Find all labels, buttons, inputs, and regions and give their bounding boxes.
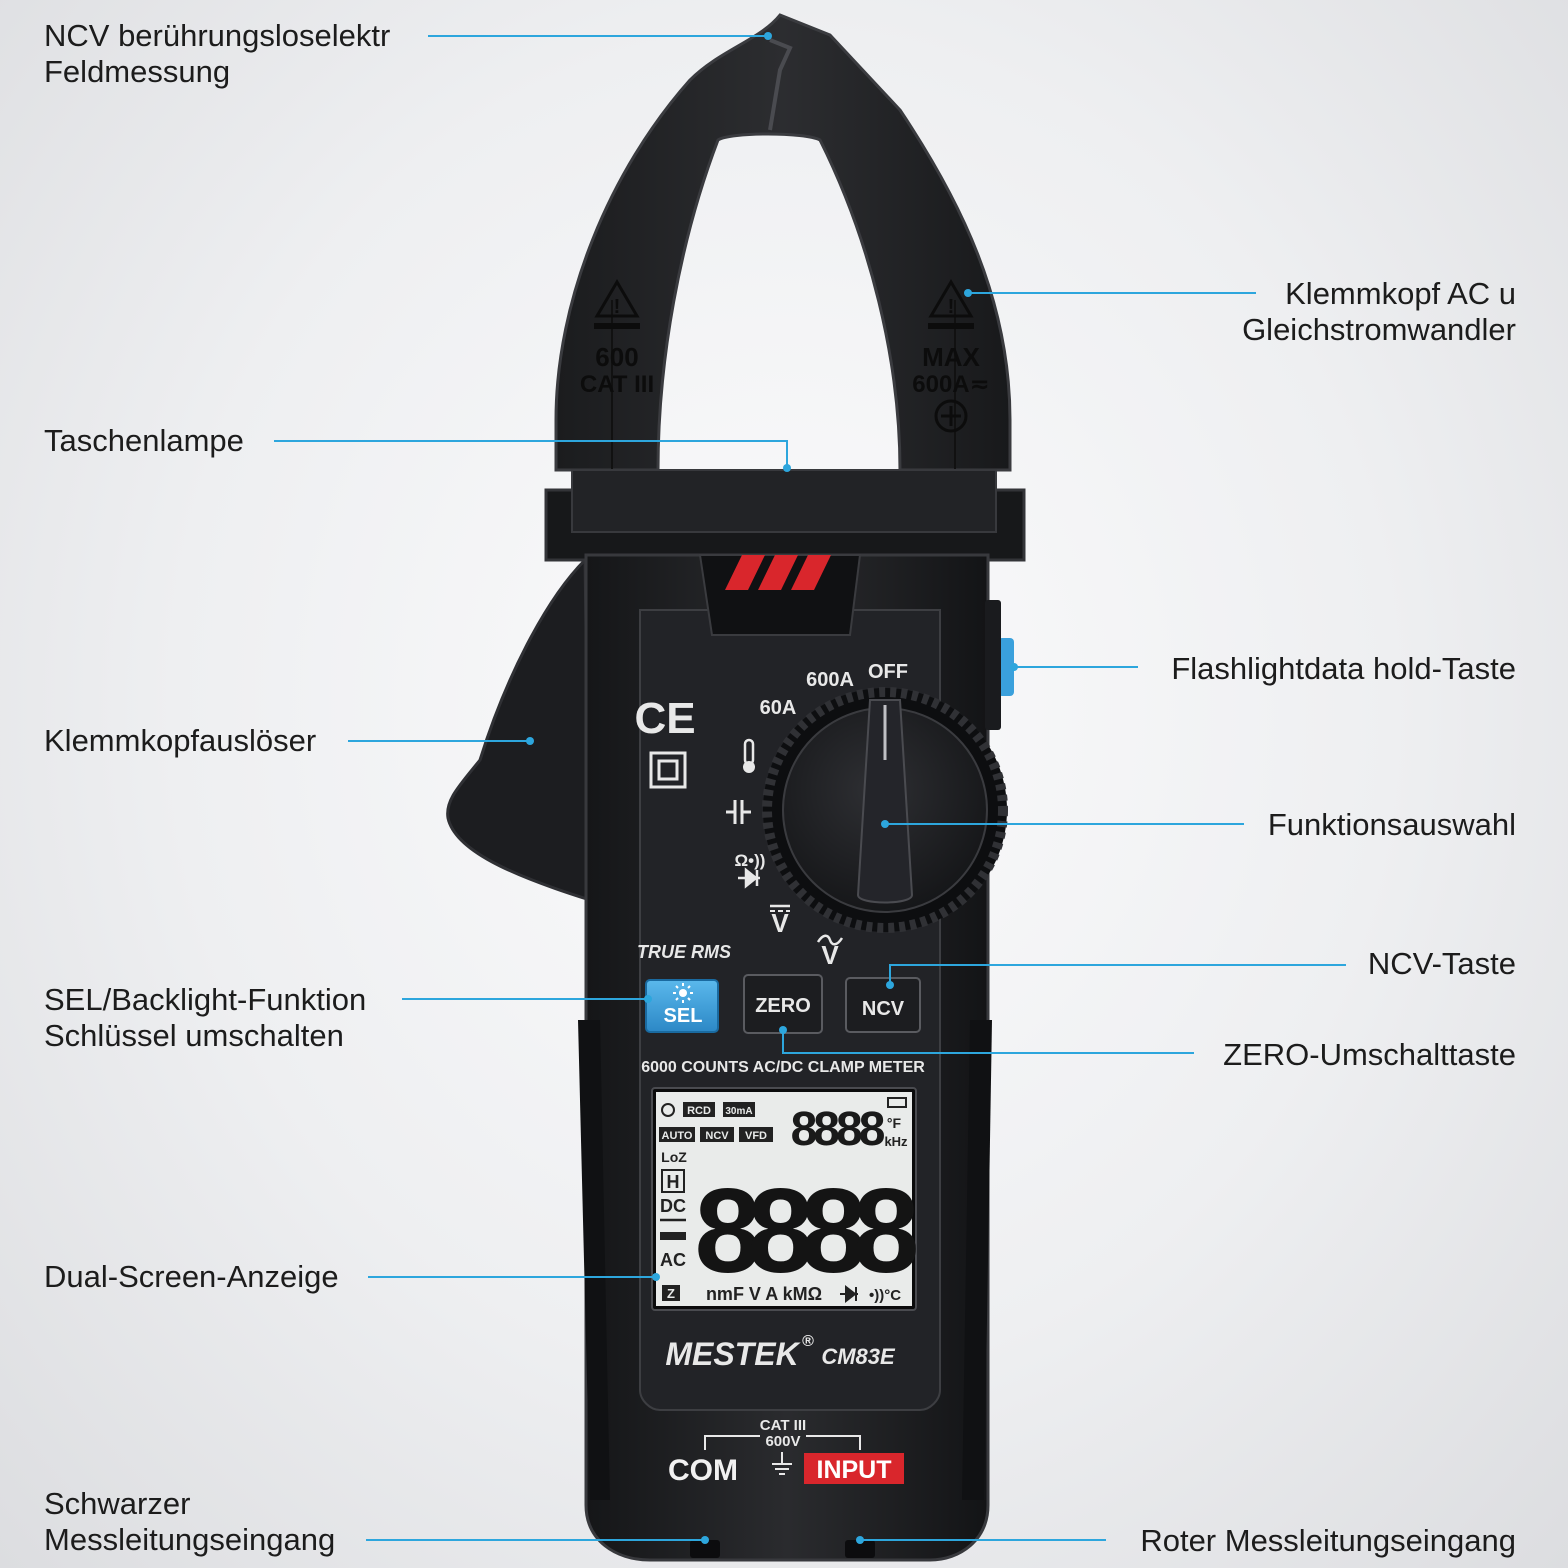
callout-dual-screen: Dual-Screen-Anzeige — [44, 1259, 339, 1295]
lcd-30ma: 30mA — [725, 1106, 752, 1117]
warning-icon: ! — [928, 279, 974, 318]
lcd-dc: DC — [660, 1196, 686, 1216]
callout-dots — [526, 32, 1018, 1544]
lcd-auto: AUTO — [662, 1130, 693, 1142]
callout-line: Dual-Screen-Anzeige — [44, 1259, 339, 1294]
function-selector-dial[interactable] — [762, 687, 1008, 933]
svg-text:!: ! — [948, 296, 955, 318]
sel-button-label: SEL — [664, 1005, 703, 1027]
clamp-jaw[interactable] — [554, 13, 1012, 472]
com-terminal-label: COM — [668, 1454, 738, 1487]
callout-line: Flashlightdata hold-Taste — [1171, 651, 1516, 686]
callout-line: Gleichstromwandler — [1242, 312, 1516, 347]
clamp-trigger[interactable] — [446, 556, 592, 903]
lcd-rcd: RCD — [687, 1105, 711, 1117]
callout-line: Roter Messleitungseingang — [1140, 1523, 1516, 1558]
plus-circle-icon — [934, 399, 968, 433]
ncv-button-label: NCV — [862, 998, 905, 1020]
true-rms-label: TRUE RMS — [637, 942, 731, 962]
lcd-loz: LoZ — [661, 1149, 687, 1165]
callout-function-selector: Funktionsauswahl — [1268, 807, 1516, 843]
lcd-z: Z — [667, 1286, 675, 1301]
callout-line: SEL/Backlight-Funktion — [44, 982, 367, 1017]
dial-ohm-label: Ω•)) — [735, 851, 766, 870]
input-terminal-jack[interactable] — [845, 1540, 875, 1558]
callout-lines — [274, 35, 1346, 1541]
dial-acv-label: V — [821, 940, 839, 970]
ac-voltage-icon — [816, 934, 844, 946]
ncv-button[interactable]: NCV — [845, 977, 921, 1033]
callout-sel-backlight: SEL/Backlight-Funktion Schlüssel umschal… — [44, 982, 366, 1054]
lcd-deg-f: °F — [887, 1115, 902, 1131]
callout-clamp-trigger: Klemmkopfauslöser — [44, 723, 316, 759]
callout-flashlight-hold: Flashlightdata hold-Taste — [1171, 651, 1516, 687]
lcd-ncv: NCV — [705, 1130, 729, 1142]
jaw-right-rating-1: MAX — [922, 342, 980, 372]
callout-line: NCV berührungsloselektr — [44, 18, 391, 53]
red-stripe — [791, 555, 831, 590]
ce-mark: CE — [634, 694, 695, 743]
dc-voltage-icon — [770, 904, 790, 912]
ground-icon — [772, 1452, 792, 1475]
brand-logo: MESTEK — [665, 1336, 801, 1372]
lcd-units-row-2: •))°C — [869, 1287, 901, 1304]
callout-line: Klemmkopf AC u — [1285, 276, 1516, 311]
dial-off-label: OFF — [868, 661, 908, 683]
callout-line: Messleitungseingang — [44, 1522, 336, 1557]
cat-rating-2: 600V — [765, 1433, 800, 1450]
capacitor-icon — [726, 800, 751, 824]
callout-line: Schlüssel umschalten — [44, 1018, 344, 1053]
callout-line: Schwarzer — [44, 1486, 191, 1521]
lcd-small-digits: 8888 — [791, 1103, 885, 1156]
callout-line: ZERO-Umschalttaste — [1223, 1037, 1516, 1072]
registered-mark: ® — [802, 1333, 814, 1350]
callout-black-input: Schwarzer Messleitungseingang — [44, 1486, 335, 1558]
dial-dcv-label: V — [771, 908, 789, 938]
model-name: CM83E — [821, 1344, 896, 1369]
lcd-khz: kHz — [884, 1134, 908, 1149]
dial-600a-label: 600A — [806, 669, 854, 691]
zero-button[interactable]: ZERO — [743, 974, 823, 1034]
cat-rating-1: CAT III — [760, 1417, 806, 1434]
lcd-hold: H — [667, 1172, 680, 1192]
callout-red-input: Roter Messleitungseingang — [1140, 1523, 1516, 1559]
lcd-ac: AC — [660, 1250, 686, 1270]
zero-button-label: ZERO — [755, 995, 811, 1017]
callout-line: Funktionsauswahl — [1267, 807, 1516, 842]
callout-line: NCV-Taste — [1367, 946, 1516, 981]
sun-icon — [673, 983, 693, 1003]
jaw-left-rating-1: 600 — [595, 342, 638, 372]
callout-zero-key: ZERO-Umschalttaste — [1223, 1037, 1516, 1073]
double-insulation-icon — [649, 751, 687, 789]
flashlight-hold-key[interactable] — [998, 638, 1014, 696]
jaw-left-rating-2: CAT III — [580, 371, 654, 398]
thermometer-icon — [743, 738, 755, 773]
diode-icon — [738, 867, 760, 889]
lcd-big-digits: 8888 — [695, 1164, 917, 1298]
red-stripe — [758, 555, 798, 590]
callout-ncv-key: NCV-Taste — [1368, 946, 1516, 982]
callout-line: Feldmessung — [44, 54, 231, 89]
com-terminal-jack[interactable] — [690, 1540, 720, 1558]
callout-line: Klemmkopfauslöser — [44, 723, 317, 758]
callout-ncv-field: NCV berührungsloselektr Feldmessung — [44, 18, 390, 90]
lcd-vfd: VFD — [745, 1130, 767, 1142]
warning-icon: ! — [594, 279, 640, 318]
svg-text:!: ! — [614, 296, 621, 318]
dial-60a-label: 60A — [760, 697, 797, 719]
callout-line: Taschenlampe — [44, 423, 244, 458]
lcd-units-row: nmF V A kMΩ — [706, 1284, 822, 1304]
jaw-right-rating-2: 600A≂ — [912, 371, 989, 398]
sel-backlight-button[interactable]: SEL — [645, 979, 719, 1033]
callout-clamp-head: Klemmkopf AC u Gleichstromwandler — [1242, 276, 1516, 348]
diode-icon — [840, 1284, 858, 1304]
counts-text: 6000 COUNTS AC/DC CLAMP METER — [641, 1059, 925, 1076]
red-stripe — [725, 555, 765, 590]
input-terminal-label: INPUT — [817, 1456, 892, 1484]
callout-flashlight: Taschenlampe — [44, 423, 244, 459]
dual-screen-lcd: RCD 30mA AUTO NCV VFD LoZ H DC AC Z 8888… — [651, 1087, 931, 1311]
